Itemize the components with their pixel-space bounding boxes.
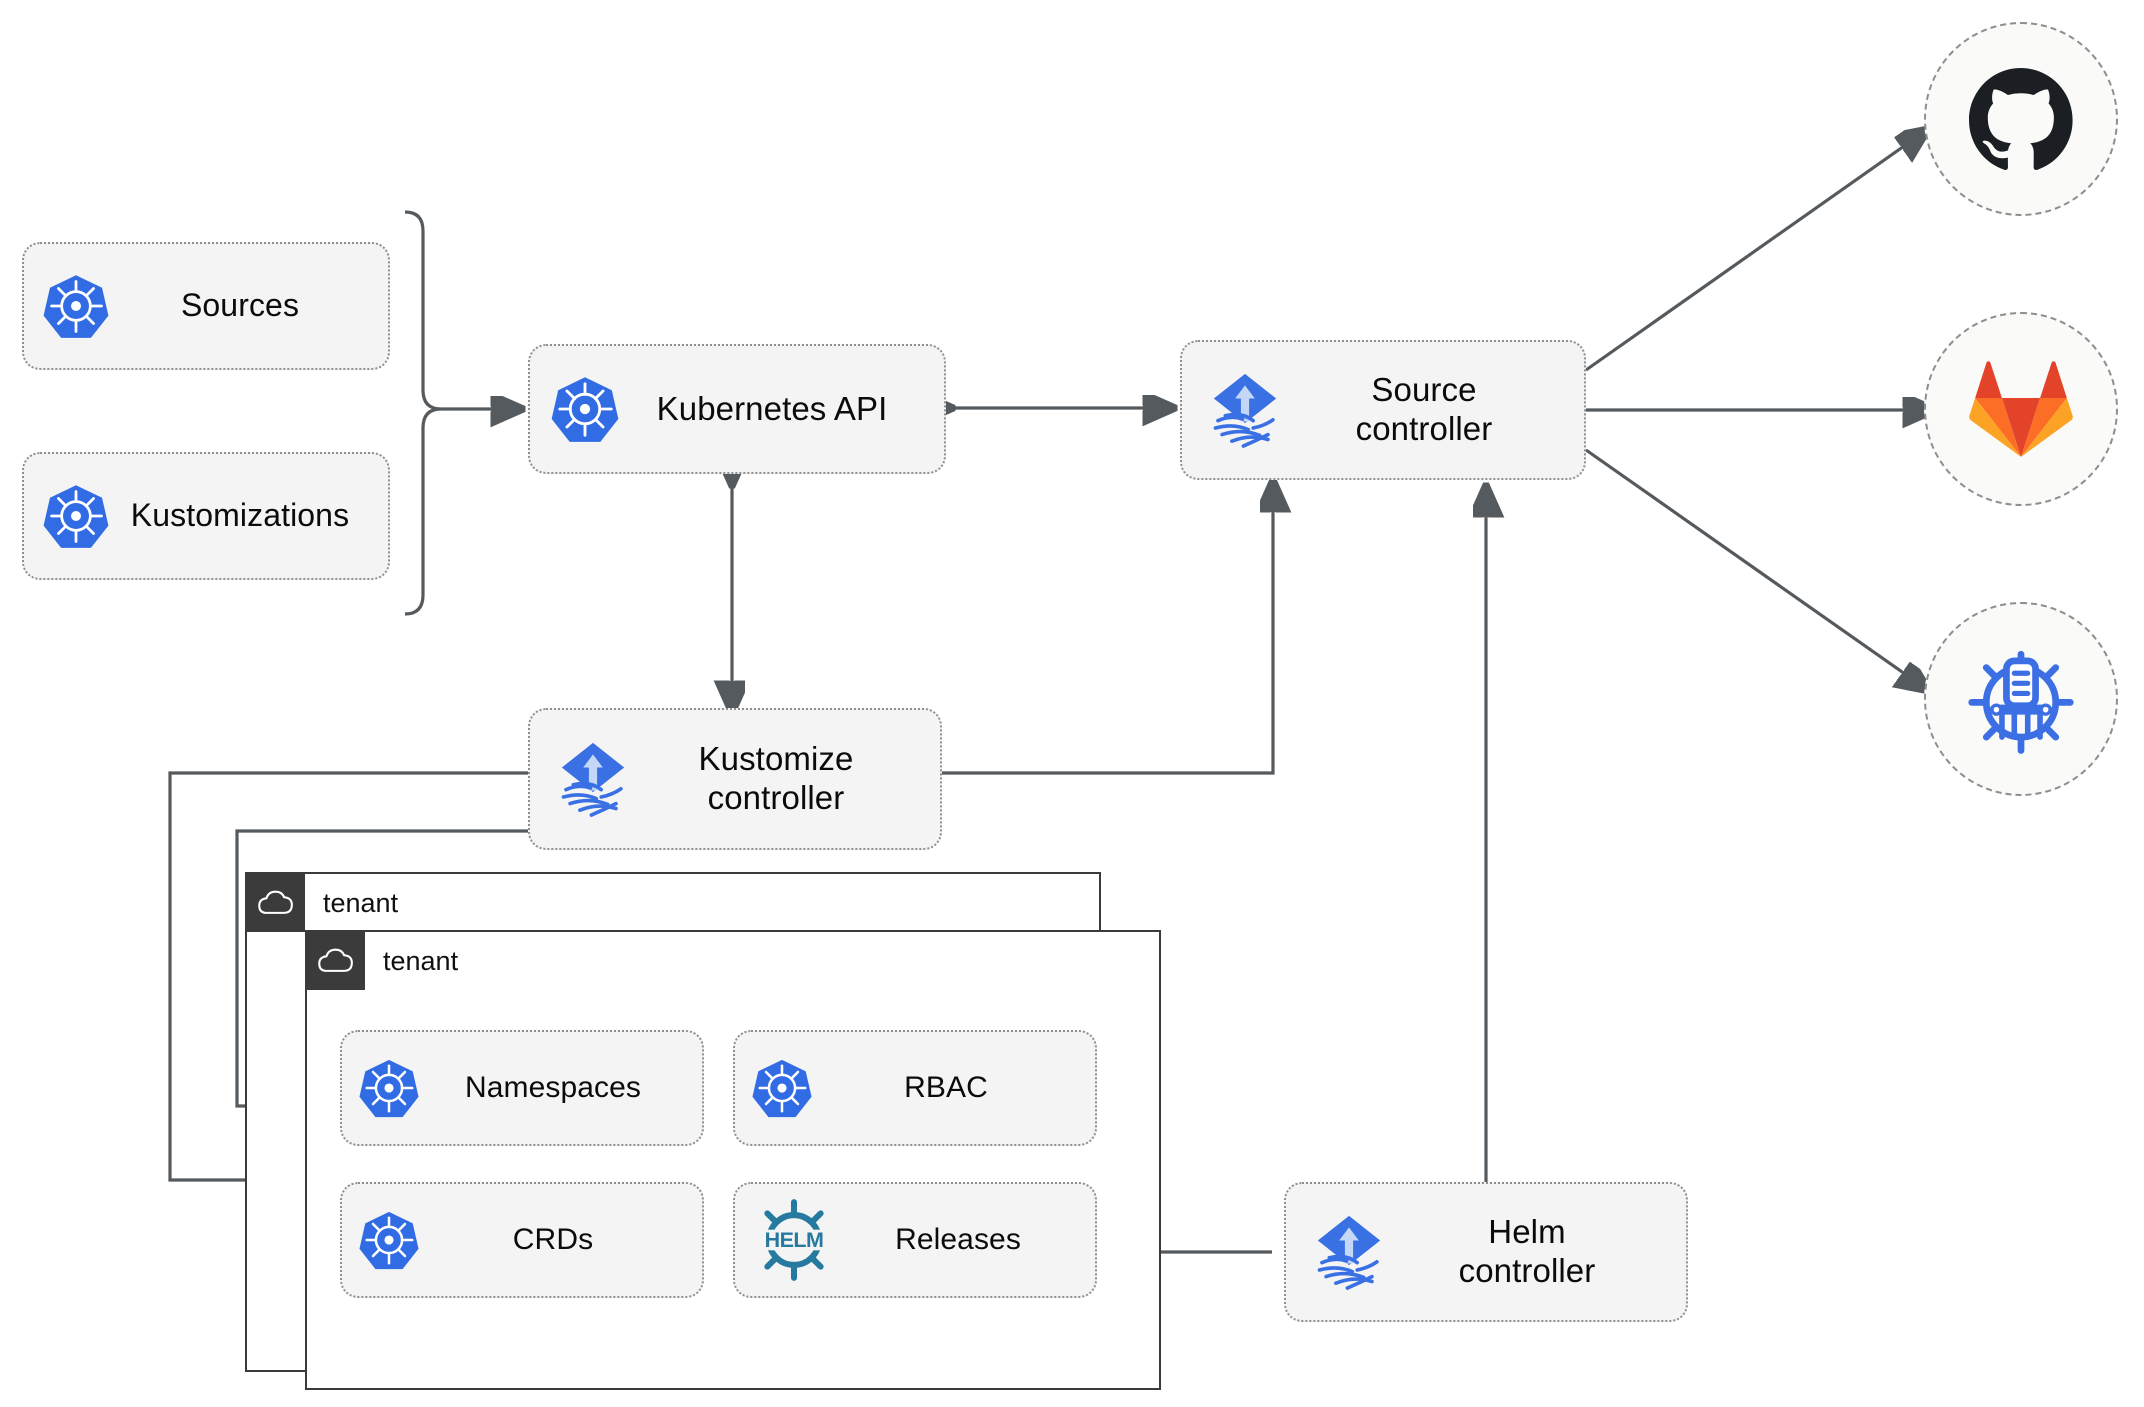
provider-github[interactable]: [1924, 22, 2118, 216]
arrow-kustomize-to-tenant-outer: [168, 771, 528, 1180]
node-rbac-label: RBAC: [904, 1071, 988, 1105]
node-helm-controller-label: Helm controller: [1458, 1213, 1596, 1289]
node-crds[interactable]: CRDs: [340, 1182, 704, 1298]
node-kustomize-controller-label: Kustomize controller: [698, 740, 854, 816]
node-rbac[interactable]: RBAC: [733, 1030, 1097, 1146]
cloud-icon: [247, 874, 305, 932]
flux-icon: [552, 738, 634, 820]
node-kustomize-controller[interactable]: Kustomize controller: [528, 708, 942, 850]
node-source-controller-label: Source controller: [1355, 371, 1493, 447]
tenant-inner-tab: tenant: [307, 932, 458, 990]
node-kubernetes-api[interactable]: Kubernetes API: [528, 344, 946, 474]
tenant-outer-label: tenant: [323, 887, 399, 918]
node-kubernetes-api-label: Kubernetes API: [656, 389, 888, 427]
kubernetes-icon: [42, 272, 110, 340]
tenant-outer-tab: tenant: [247, 874, 398, 932]
node-namespaces[interactable]: Namespaces: [340, 1030, 704, 1146]
provider-helm-repository[interactable]: [1924, 602, 2118, 796]
arrow-source-controller-to-helm-repository: [1585, 448, 1925, 688]
helm-repository-icon: [1968, 650, 2074, 754]
resource-group-brace: [404, 210, 442, 616]
arrow-source-controller-to-github: [1585, 132, 1924, 372]
node-sources-label: Sources: [180, 287, 300, 324]
cloud-icon: [307, 932, 365, 990]
flux-icon: [1308, 1211, 1390, 1293]
kubernetes-icon: [358, 1209, 420, 1271]
node-crds-label: CRDs: [512, 1223, 594, 1257]
svg-text:HELM: HELM: [765, 1228, 824, 1252]
tenant-inner-label: tenant: [383, 945, 459, 976]
helm-icon: HELM: [751, 1197, 837, 1283]
node-kustomizations-label: Kustomizations: [130, 497, 350, 534]
provider-gitlab[interactable]: [1924, 312, 2118, 506]
kubernetes-icon: [358, 1057, 420, 1119]
node-releases[interactable]: HELM Releases: [733, 1182, 1097, 1298]
node-sources[interactable]: Sources: [22, 242, 390, 370]
kubernetes-icon: [42, 482, 110, 550]
node-namespaces-label: Namespaces: [464, 1071, 642, 1105]
kubernetes-icon: [751, 1057, 813, 1119]
gitlab-icon: [1969, 361, 2073, 457]
kubernetes-icon: [550, 374, 620, 444]
node-source-controller[interactable]: Source controller: [1180, 340, 1586, 480]
arrow-kustomize-to-source-controller: [941, 485, 1273, 775]
flux-icon: [1204, 369, 1286, 451]
node-releases-label: Releases: [895, 1223, 1021, 1257]
tenant-container-inner[interactable]: tenant: [305, 930, 1161, 1390]
node-kustomizations[interactable]: Kustomizations: [22, 452, 390, 580]
github-icon: [1969, 68, 2073, 170]
node-helm-controller[interactable]: Helm controller: [1284, 1182, 1688, 1322]
